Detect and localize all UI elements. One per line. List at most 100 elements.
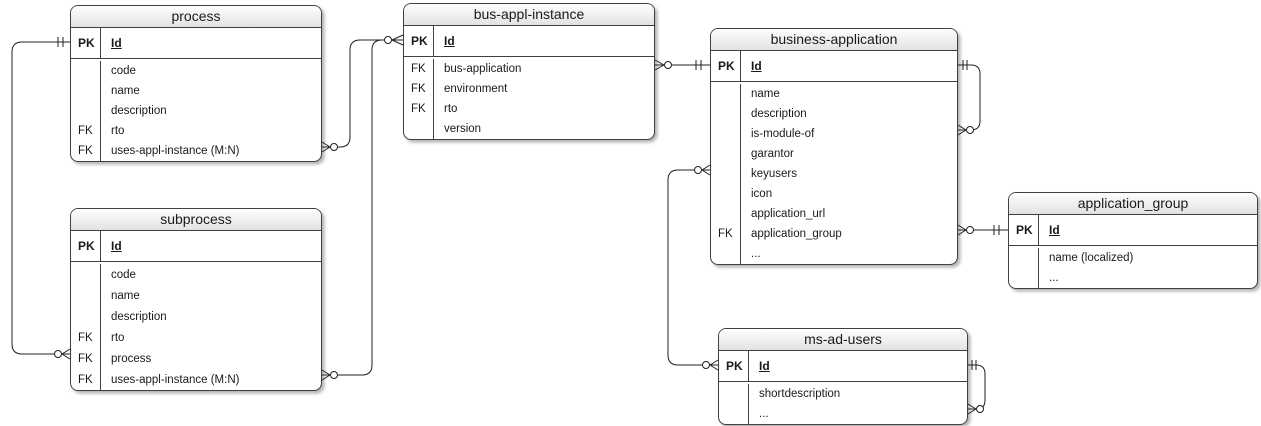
key-label [71,61,101,81]
key-label [711,164,741,184]
table-subprocess[interactable]: subprocess PK Id code name description F… [70,208,322,391]
table-row: description [71,306,321,327]
many-crowfoot-icon [321,141,331,153]
key-label: FK [71,121,101,141]
zero-circle-icon [966,126,974,134]
key-label: FK [404,99,434,119]
pk-field: Id [444,34,455,48]
table-row: PK Id [71,231,321,262]
table-row: FK rto [71,121,321,141]
field-label: version [444,123,482,135]
table-row: description [711,104,957,124]
key-label [719,404,749,424]
key-label: PK [71,28,101,58]
key-label [711,84,741,104]
pk-field: Id [751,59,762,73]
key-label: FK [711,224,741,244]
zero-circle-icon [976,405,984,413]
table-row: PK Id [71,28,321,59]
field-label: application_url [751,208,826,220]
rel-subprocess-bus-appl-instance [321,34,404,381]
field-label: garantor [751,148,794,160]
table-row: name [71,81,321,101]
many-crowfoot-icon [391,34,404,46]
field-label: bus-application [444,63,522,75]
table-row: ... [719,404,967,424]
table-row: ... [1009,268,1257,288]
key-label [711,124,741,144]
key-label [719,384,749,404]
key-label: FK [71,141,101,161]
field-label: description [111,310,167,323]
rel-process-subprocess [11,37,71,360]
table-row: icon [711,184,957,204]
many-crowfoot-icon [957,124,967,136]
key-label [711,204,741,224]
table-row: application_url [711,204,957,224]
table-row: shortdescription [719,382,967,404]
rel-bus-appl-instance-business-application [654,59,710,71]
table-business-application[interactable]: business-application PK Id name descript… [710,28,958,265]
one-tick-icon [695,60,702,70]
table-row: name [711,82,957,104]
field-label: ... [1049,272,1059,284]
field-label: ... [759,408,769,420]
field-label: name [751,88,780,100]
table-title: process [71,6,321,28]
key-label [71,285,101,306]
table-title: bus-appl-instance [404,4,654,26]
table-row: FK bus-application [404,57,654,79]
pk-field: Id [111,239,122,253]
key-label: PK [711,51,741,81]
table-ms-ad-users[interactable]: ms-ad-users PK Id shortdescription ... [718,328,968,425]
table-row: name [71,285,321,306]
field-label: name [111,85,140,97]
key-label [1009,268,1039,288]
one-tick-icon [962,60,968,70]
field-label: process [111,352,152,365]
field-label: uses-appl-instance (M:N) [111,373,240,386]
table-row: PK Id [711,51,957,82]
key-label [711,104,741,124]
table-row: version [404,119,654,139]
zero-circle-icon [702,361,710,369]
field-label: ... [751,248,761,260]
key-label [711,144,741,164]
field-label: code [111,268,136,281]
table-row: PK Id [404,26,654,57]
one-tick-icon [971,360,977,370]
field-label: environment [444,83,508,95]
field-label: rto [111,331,125,344]
key-label: FK [404,59,434,79]
field-label: icon [751,188,773,200]
table-row: code [71,262,321,285]
field-label: keyusers [751,168,798,180]
key-label: PK [1009,215,1039,245]
field-label: shortdescription [759,388,841,400]
key-label: PK [719,351,749,381]
zero-circle-icon [664,61,672,69]
table-bus-appl-instance[interactable]: bus-appl-instance PK Id FK bus-applicatio… [403,3,655,140]
table-row: PK Id [1009,215,1257,246]
key-label [404,119,434,139]
field-label: code [111,65,136,77]
field-label: rto [111,125,125,137]
table-title: business-application [711,29,957,51]
field-label: description [751,108,807,120]
many-crowfoot-icon [654,59,665,71]
key-label [711,244,741,264]
zero-circle-icon [330,143,338,151]
table-application-group[interactable]: application_group PK Id name (localized)… [1008,192,1258,289]
zero-circle-icon [694,166,702,174]
pk-field: Id [759,359,770,373]
field-label: is-module-of [751,128,815,140]
zero-circle-icon [384,36,392,44]
